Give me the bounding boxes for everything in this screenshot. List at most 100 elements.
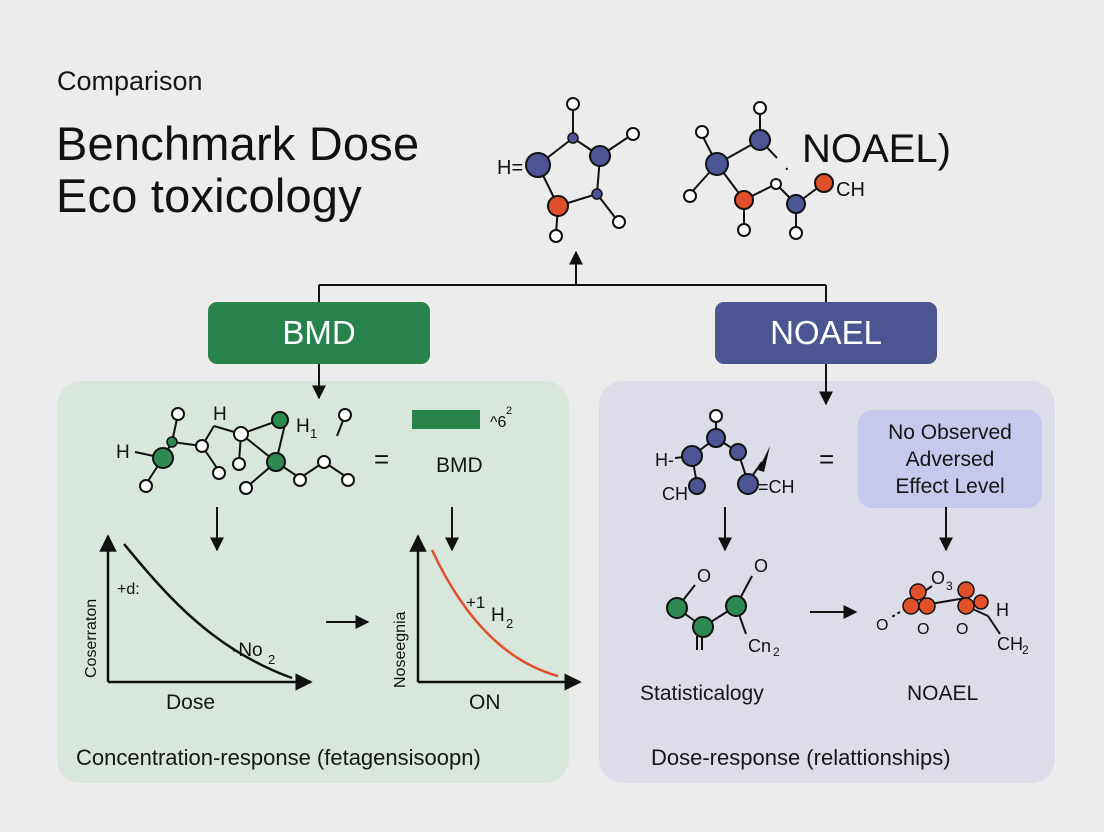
title-line-1: Benchmark Dose xyxy=(56,117,420,170)
atom-oxygen xyxy=(789,226,803,240)
atom-red xyxy=(814,173,834,193)
stat-cn: Cn xyxy=(748,636,771,656)
chart1-ann-right: -No xyxy=(232,640,263,661)
bmd-mol-h2: H xyxy=(213,404,227,425)
chart1-curve xyxy=(123,543,293,680)
bmd-mol-h3: H xyxy=(296,416,310,437)
atom-oxygen xyxy=(212,466,226,480)
noael-heading: NOAEL) xyxy=(802,127,951,171)
molecule-top-right: . CH xyxy=(683,101,865,240)
atom-red xyxy=(957,581,975,599)
atom-green xyxy=(166,436,178,448)
atom-oxygen xyxy=(239,481,253,495)
chart2-ylabel: Noseegnia xyxy=(392,611,409,688)
atom-blue xyxy=(589,145,611,167)
chart2-xlabel: ON xyxy=(469,691,501,714)
atom-blue xyxy=(786,194,806,214)
noael-mol-h: H- xyxy=(655,450,674,470)
chart1: Coserraton +d: -No 2 xyxy=(83,534,313,691)
atom-oxygen xyxy=(626,127,640,141)
noael-result-label: NOAEL xyxy=(907,682,979,705)
atom-green xyxy=(152,447,174,469)
atom-green xyxy=(692,616,714,638)
noael-mol-ch: CH xyxy=(662,484,688,504)
chart2-ann: +1 xyxy=(466,593,485,612)
atom-oxygen xyxy=(195,439,209,453)
atom-white xyxy=(233,426,249,442)
noael-result-molecule: O 3 O O O H CH 2 xyxy=(876,568,1029,657)
noael-o-left: O xyxy=(876,617,888,634)
chart1-ann-left: +d: xyxy=(117,581,140,598)
chart2-ann-h-sub: 2 xyxy=(506,616,513,631)
atom-oxygen xyxy=(317,455,331,469)
atom-oxygen xyxy=(695,125,709,139)
noael-equals: = xyxy=(819,444,834,474)
molecule-top-left: H= xyxy=(497,97,640,243)
bmd-mol-sub: 1 xyxy=(310,426,317,441)
noael-o3: O xyxy=(931,568,945,588)
chart1-ylabel: Coserraton xyxy=(83,599,100,678)
atom-oxygen xyxy=(770,178,782,190)
wedge-bond xyxy=(758,446,770,472)
stat-cn-sub: 2 xyxy=(773,645,780,659)
atom-blue xyxy=(749,129,771,151)
stat-o1: O xyxy=(697,566,711,586)
chart2-ann-h: H xyxy=(491,605,505,626)
connector-lines xyxy=(210,250,953,629)
atom-blue xyxy=(567,132,579,144)
bmd-bar-group: ^6 2 xyxy=(412,405,512,431)
noael-o-b2: O xyxy=(956,621,968,638)
atom-blue xyxy=(705,152,729,176)
atom-oxygen xyxy=(232,457,246,471)
atom-oxygen xyxy=(709,409,723,423)
mol-left-label: H= xyxy=(497,157,523,179)
noael-o-b1: O xyxy=(917,621,929,638)
noael-ch-sub: 2 xyxy=(1022,643,1029,657)
stat-o2: O xyxy=(754,556,768,576)
bmd-bar-label: BMD xyxy=(436,454,483,477)
atom-blue xyxy=(729,443,747,461)
mol-right-dot: . xyxy=(784,153,790,175)
atom-red xyxy=(909,583,927,601)
atom-green xyxy=(725,595,747,617)
chart2-curve xyxy=(430,549,559,678)
atom-blue xyxy=(706,428,726,448)
atom-green xyxy=(271,411,289,429)
mol-right-label: CH xyxy=(836,179,865,201)
atom-oxygen xyxy=(139,479,153,493)
title-line-2: Eco toxicology xyxy=(56,169,362,222)
statistical-label: Statisticalogy xyxy=(640,682,764,705)
atom-blue xyxy=(591,188,603,200)
atom-oxygen xyxy=(753,101,767,115)
atom-blue xyxy=(681,445,703,467)
bmd-caption: Concentration-response (fetagensisoopn) xyxy=(76,745,481,770)
atom-red xyxy=(973,594,989,610)
atom-oxygen xyxy=(683,189,697,203)
atom-red xyxy=(918,597,936,615)
atom-red xyxy=(547,195,569,217)
noael-mol-ch2: =CH xyxy=(758,477,795,497)
atom-oxygen xyxy=(341,473,355,487)
atom-green xyxy=(266,452,286,472)
atom-oxygen xyxy=(549,229,563,243)
kicker-label: Comparison xyxy=(57,66,203,96)
noael-molecule: H- CH =CH = xyxy=(655,409,834,504)
atom-blue xyxy=(688,477,706,495)
atom-red xyxy=(734,190,754,210)
noael-pill: NOAEL xyxy=(715,302,937,364)
atom-blue xyxy=(737,473,759,495)
bmd-bar-sup: ^6 xyxy=(490,414,507,431)
chart1-ann-right-sub: 2 xyxy=(268,652,275,667)
chart1-xlabel: Dose xyxy=(166,691,216,714)
page-title: Benchmark Dose Eco toxicology xyxy=(56,118,419,222)
atom-blue xyxy=(525,152,551,178)
bmd-panel xyxy=(57,381,569,783)
atom-green xyxy=(666,597,688,619)
bmd-mol-h1: H xyxy=(116,442,130,463)
chart2: Noseegnia +1 H 2 xyxy=(392,534,582,691)
bmd-bar xyxy=(412,410,480,429)
atom-oxygen xyxy=(171,407,185,421)
noael-definition-box: No Observed Adversed Effect Level xyxy=(858,410,1042,508)
bmd-pill: BMD xyxy=(208,302,430,364)
